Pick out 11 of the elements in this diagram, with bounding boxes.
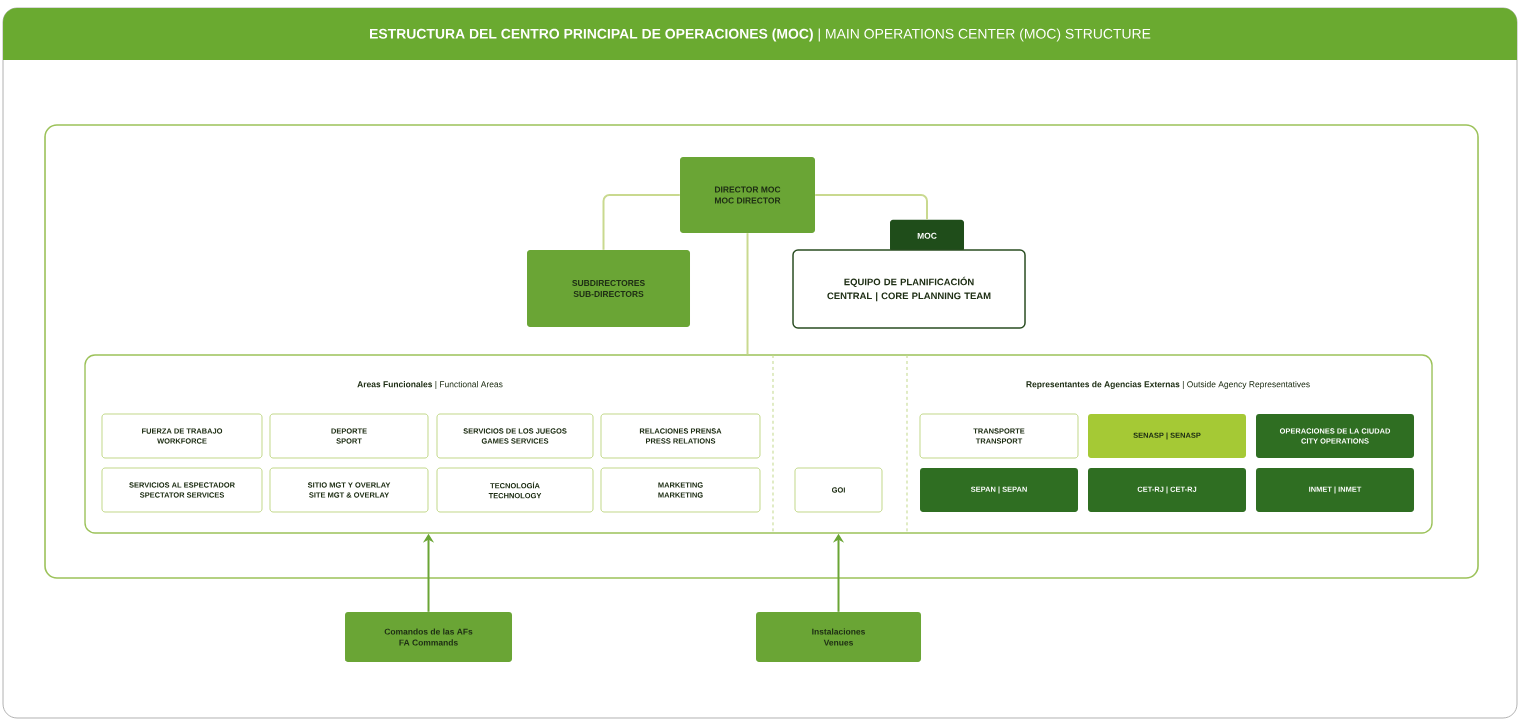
title-banner: ESTRUCTURA DEL CENTRO PRINCIPAL DE OPERACIONES (MOC) | MAIN OPERATIONS CENTER (MOC) STRUCTURE [3,8,1517,60]
operations-center-frame [44,124,1479,579]
role-box: DIRECTOR MOC MOC DIRECTOR [680,157,815,233]
team-box: MOC EQUIPO DE PLANIFICACIÓN CENTRAL | CORE PLANNING TEAM [792,219,1026,329]
connector-line [746,232,749,356]
role-box: SUBDIRECTORES SUB-DIRECTORS [527,250,690,327]
role-box: Comandos de las AFs FA Commands [345,612,512,662]
node-label: MOC [917,232,937,239]
connector-line [602,194,681,251]
role-box: Instalaciones Venues [756,612,921,662]
connector-line [814,194,928,221]
